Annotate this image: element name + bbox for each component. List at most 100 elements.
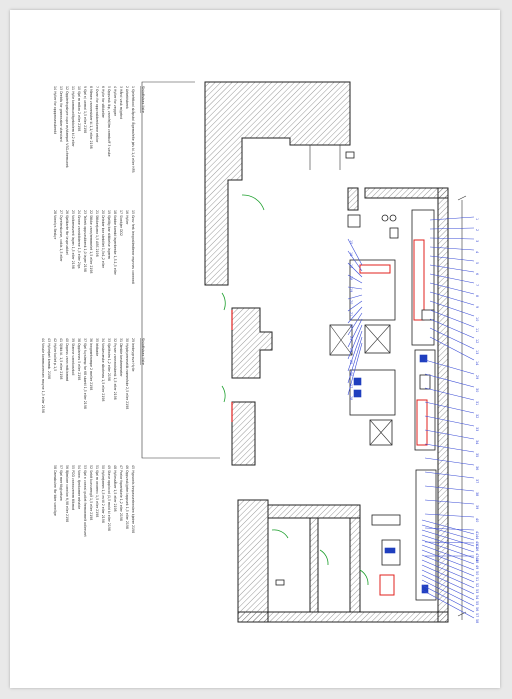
legend-item: 16 Hyller: [125, 210, 129, 225]
item-tag: 10: [475, 317, 479, 321]
item-tag: 8: [475, 295, 479, 297]
wall-top-kitchen: [364, 187, 449, 199]
dimension-tick: [457, 195, 467, 201]
item-tag: 3: [475, 240, 479, 242]
leader-line: [421, 589, 475, 619]
leader-line: [421, 564, 475, 589]
item-tag: 19: [349, 288, 353, 292]
item-tag: 32: [475, 414, 479, 418]
legend-item: 6 Hylle for stikkelier: [101, 86, 105, 119]
leader-line: [424, 499, 475, 505]
legend-item: 30 Hylpbyrenmatik nommfabr 2,5 eller 219…: [125, 338, 129, 409]
column-lower: [231, 401, 256, 466]
leader-line: [347, 250, 363, 272]
wall-lower-right: [349, 517, 361, 613]
sink-unit: [421, 309, 435, 321]
item-tag: 7: [475, 284, 479, 286]
leader-line: [347, 318, 363, 348]
item-tag: 50: [475, 571, 479, 575]
leader-line: [429, 300, 475, 317]
item-tag: 31: [475, 401, 479, 405]
item-tag: 43: [475, 557, 479, 561]
leader-line: [421, 574, 475, 601]
item-tag: 2: [475, 229, 479, 231]
round-unit: [389, 214, 397, 222]
item-tag: 14: [475, 361, 479, 365]
item-tag: 37: [475, 479, 479, 483]
leader-line: [429, 282, 475, 295]
item-tag: 45: [475, 541, 479, 545]
building-walls: [141, 81, 467, 623]
legend-item: 14 Hyller for oppprosessbenkt: [53, 86, 57, 135]
red-cabinet: [379, 574, 395, 596]
item-tag: 26: [349, 372, 353, 376]
item-tag: 1: [475, 218, 479, 220]
counter-red-zone: [416, 399, 428, 446]
item-tag: 56: [475, 607, 479, 611]
item-tag: 25: [349, 360, 353, 364]
leader-lines: [347, 216, 475, 619]
item-tag: 6: [475, 273, 479, 275]
leader-line: [429, 255, 475, 262]
wall-niche: [345, 151, 355, 159]
legend-item: 32 Fryser vannradsbenk 1,5 eller 2198: [113, 338, 117, 400]
leader-line: [424, 373, 475, 388]
leader-line: [421, 584, 475, 613]
island-top: [349, 259, 396, 321]
wall-lower-left: [237, 499, 269, 623]
leader-line: [429, 264, 475, 273]
legend-item: 2 Arbeidsbenk: [125, 86, 129, 109]
legend-item: 35 Iridbøde: [95, 338, 99, 356]
item-tag: 11: [475, 328, 479, 332]
leader-line: [429, 246, 475, 251]
legend-item: 25 Valkemavent lagen 1,5 eller 2198: [71, 210, 75, 269]
leader-line: [347, 312, 363, 336]
legend-item: 21 Stikkerjuma 1,5 ABS 2198: [95, 210, 99, 257]
legend-item: 31 Dimble bestemmeler: [119, 338, 123, 377]
leader-line: [347, 286, 363, 290]
item-tag: 34: [475, 440, 479, 444]
legend-item: 53 Kjøl n vannsl gudlet fremanmelt odler…: [83, 465, 87, 537]
leader-line: [421, 559, 475, 583]
door-swing: [221, 292, 226, 311]
legend-item: 49 Stave opplavoi (1,5 mold kl eller 219…: [107, 465, 111, 531]
leader-line: [424, 513, 475, 518]
blue-unit: [419, 354, 428, 363]
leader-line: [347, 330, 363, 372]
leader-line: [429, 273, 475, 284]
legend-item: 22 Stikke vann/remmelet 1,5 eller 2198: [89, 210, 93, 273]
leader-line: [421, 524, 475, 541]
item-tag: 28: [349, 396, 353, 400]
legend-mid: 15 Grav ferk inngastimiterar mynnes vann…: [53, 210, 135, 284]
legend-item: 27 Dyrelerskurse, vakis 1,5 eller: [59, 210, 63, 262]
item-tag: 29: [475, 375, 479, 379]
legend-item: 58 Damsbulen fbr bbrr vannlige: [53, 465, 57, 516]
legend-item: 12 Oppleringsbyre cupa m/stampel VSG-che…: [65, 86, 69, 168]
legend-item: 11 Hylle kommuniltgebiolem kl.2 eller: [71, 86, 75, 147]
item-tag: 49: [475, 565, 479, 569]
legend-item: 46 Oppvask/grim lappsek 1,5 eller 2198: [125, 465, 129, 529]
legend-item: 8 Mimen vannresister kl.1,1/ eller 2198: [89, 86, 93, 149]
item-tag: 57: [475, 613, 479, 617]
leader-line: [421, 579, 475, 607]
leader-line: [347, 306, 363, 324]
counter-right: [411, 209, 435, 346]
wall-lower-top: [267, 504, 361, 519]
item-tag: 15: [349, 240, 353, 244]
leader-line: [424, 443, 475, 453]
leader-line: [424, 401, 475, 414]
legend-item: 54 Vann. tjenkomer mhalde: [77, 465, 81, 509]
item-tag: 21: [349, 312, 353, 316]
doors: [221, 194, 369, 586]
leader-line: [347, 336, 363, 384]
legend-item: 36 Inngrøntrampe 2 meller 2198: [89, 338, 93, 390]
door-swing: [359, 569, 369, 586]
wall-bottom: [237, 611, 449, 623]
item-tag: 55: [475, 601, 479, 605]
legend-item: 47 Parlar foperiskele 1,2 eller 2198: [119, 465, 123, 521]
item-tag: 20: [349, 300, 353, 304]
wall-stub: [347, 187, 359, 211]
legend-item: 13 Dreidis for grønnsaker standard: [59, 86, 63, 142]
